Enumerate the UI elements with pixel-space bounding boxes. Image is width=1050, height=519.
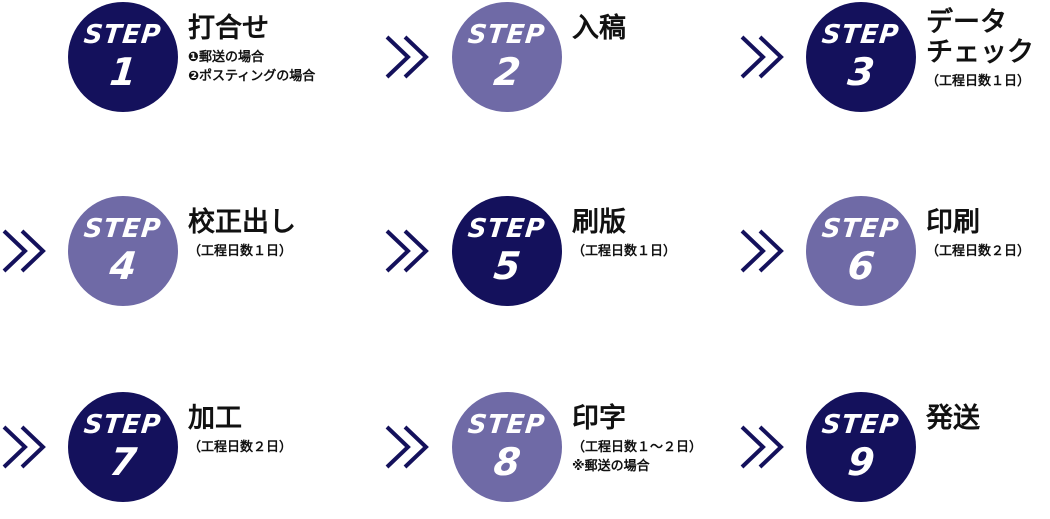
step-number: 2 [491,50,523,94]
step-info: 打合せ ❶郵送の場合 ❷ポスティングの場合 [188,14,315,86]
step-title: 印字 [572,403,626,434]
step-note: （工程日数１日） [572,244,677,259]
step-title: データ [926,7,1007,38]
double-chevron-arrow [738,225,790,277]
step-info: 入稿 [572,14,626,44]
step-label: STEP [82,214,164,244]
step-label: STEP [82,410,164,440]
step-title: 校正出し [188,207,296,238]
chevron-right-icon [740,229,784,273]
chevron-right-icon [2,229,46,273]
double-chevron-arrow [383,421,435,473]
chevron-right-icon [740,35,784,79]
double-chevron-arrow [738,31,790,83]
step-info: 加工 （工程日数２日） [188,404,292,457]
step-title: 刷版 [572,207,626,238]
double-chevron-arrow [383,31,435,83]
step-title: 打合せ [188,13,269,44]
step-title: 入稿 [572,13,626,44]
step-title: チェック [926,37,1034,68]
step-note: ❷ポスティングの場合 [188,69,316,84]
double-chevron-arrow [738,421,790,473]
step-note: （工程日数２日） [926,244,1031,259]
step-info: データチェック （工程日数１日） [926,8,1034,91]
step-note: （工程日数１日） [926,74,1031,89]
step-label: STEP [466,20,548,50]
step-label: STEP [466,410,548,440]
step-number: 9 [845,440,877,484]
step-note: ※郵送の場合 [572,459,650,474]
step-label: STEP [820,214,902,244]
chevron-right-icon [385,35,429,79]
step-note: （工程日数２日） [188,440,293,455]
step-info: 発送 [926,404,980,434]
step-number: 1 [107,50,139,94]
chevron-right-icon [2,425,46,469]
double-chevron-arrow [0,225,52,277]
step-number: 6 [845,244,877,288]
step-note: （工程日数１～２日） [572,440,703,455]
step-title: 発送 [926,403,980,434]
step-note: ❶郵送の場合 [188,50,265,65]
step-number: 3 [845,50,877,94]
step-title: 加工 [188,403,242,434]
chevron-right-icon [385,425,429,469]
step-label: STEP [820,20,902,50]
step-number: 5 [491,244,523,288]
step-info: 校正出し （工程日数１日） [188,208,296,261]
double-chevron-arrow [383,225,435,277]
step-title: 印刷 [926,207,980,238]
step-info: 印字 （工程日数１～２日） ※郵送の場合 [572,404,702,476]
double-chevron-arrow [0,421,52,473]
step-info: 刷版 （工程日数１日） [572,208,676,261]
chevron-right-icon [740,425,784,469]
chevron-right-icon [385,229,429,273]
step-note: （工程日数１日） [188,244,293,259]
step-number: 8 [491,440,523,484]
step-number: 7 [107,440,139,484]
step-label: STEP [466,214,548,244]
step-label: STEP [820,410,902,440]
step-number: 4 [107,244,139,288]
step-info: 印刷 （工程日数２日） [926,208,1030,261]
step-label: STEP [82,20,164,50]
